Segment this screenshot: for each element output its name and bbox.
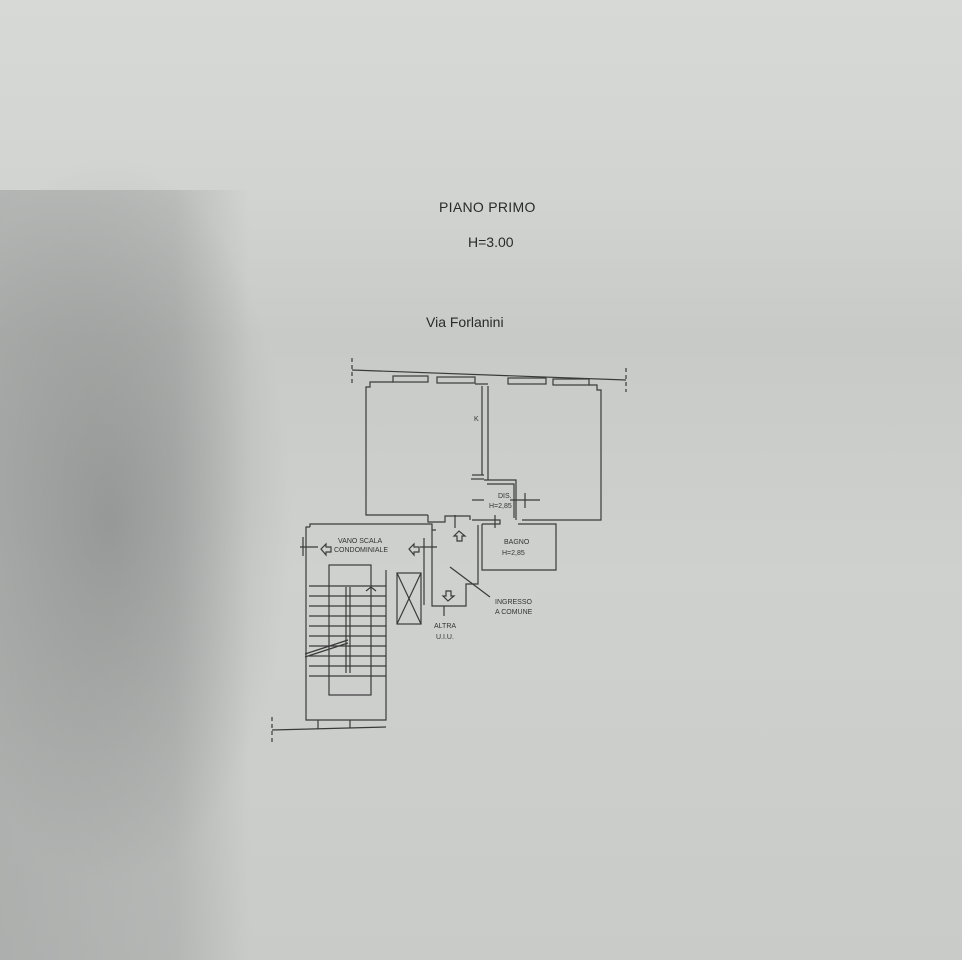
room-right bbox=[475, 383, 602, 521]
vano-scala-label-1: VANO SCALA bbox=[338, 538, 383, 545]
windows bbox=[392, 375, 590, 386]
entry-arrow-left bbox=[320, 542, 332, 557]
staircase bbox=[304, 564, 386, 696]
lift-shaft bbox=[396, 572, 422, 625]
ingresso-label-1: INGRESSO bbox=[495, 599, 532, 606]
entry-arrow-right bbox=[408, 542, 420, 557]
vano-scala-label-2: CONDOMINIALE bbox=[334, 547, 389, 554]
shadow-overlay bbox=[0, 190, 250, 960]
floor-height: H=3.00 bbox=[468, 234, 514, 250]
dis-height: H=2,85 bbox=[489, 503, 512, 510]
kitchen-mark: K bbox=[474, 416, 479, 423]
ingresso-label-2: A COMUNE bbox=[495, 609, 533, 616]
ingresso-leader bbox=[449, 566, 491, 598]
bagno-height: H=2,85 bbox=[502, 550, 525, 557]
bagno-label: BAGNO bbox=[504, 539, 530, 546]
dis-label: DIS. bbox=[498, 493, 512, 500]
altra-label-1: ALTRA bbox=[434, 623, 457, 630]
entry-arrow-down bbox=[441, 590, 456, 602]
room-dis bbox=[472, 479, 540, 520]
page-title: PIANO PRIMO bbox=[439, 199, 536, 215]
entry-arrow-up bbox=[452, 530, 467, 542]
altra-label-2: U.I.U. bbox=[436, 634, 454, 641]
room-left bbox=[365, 381, 484, 516]
street-boundary-bottom bbox=[271, 717, 387, 745]
room-bagno bbox=[472, 515, 557, 571]
room-vano-scala bbox=[300, 515, 479, 721]
street-boundary-top bbox=[351, 358, 627, 392]
street-label: Via Forlanini bbox=[426, 314, 504, 330]
